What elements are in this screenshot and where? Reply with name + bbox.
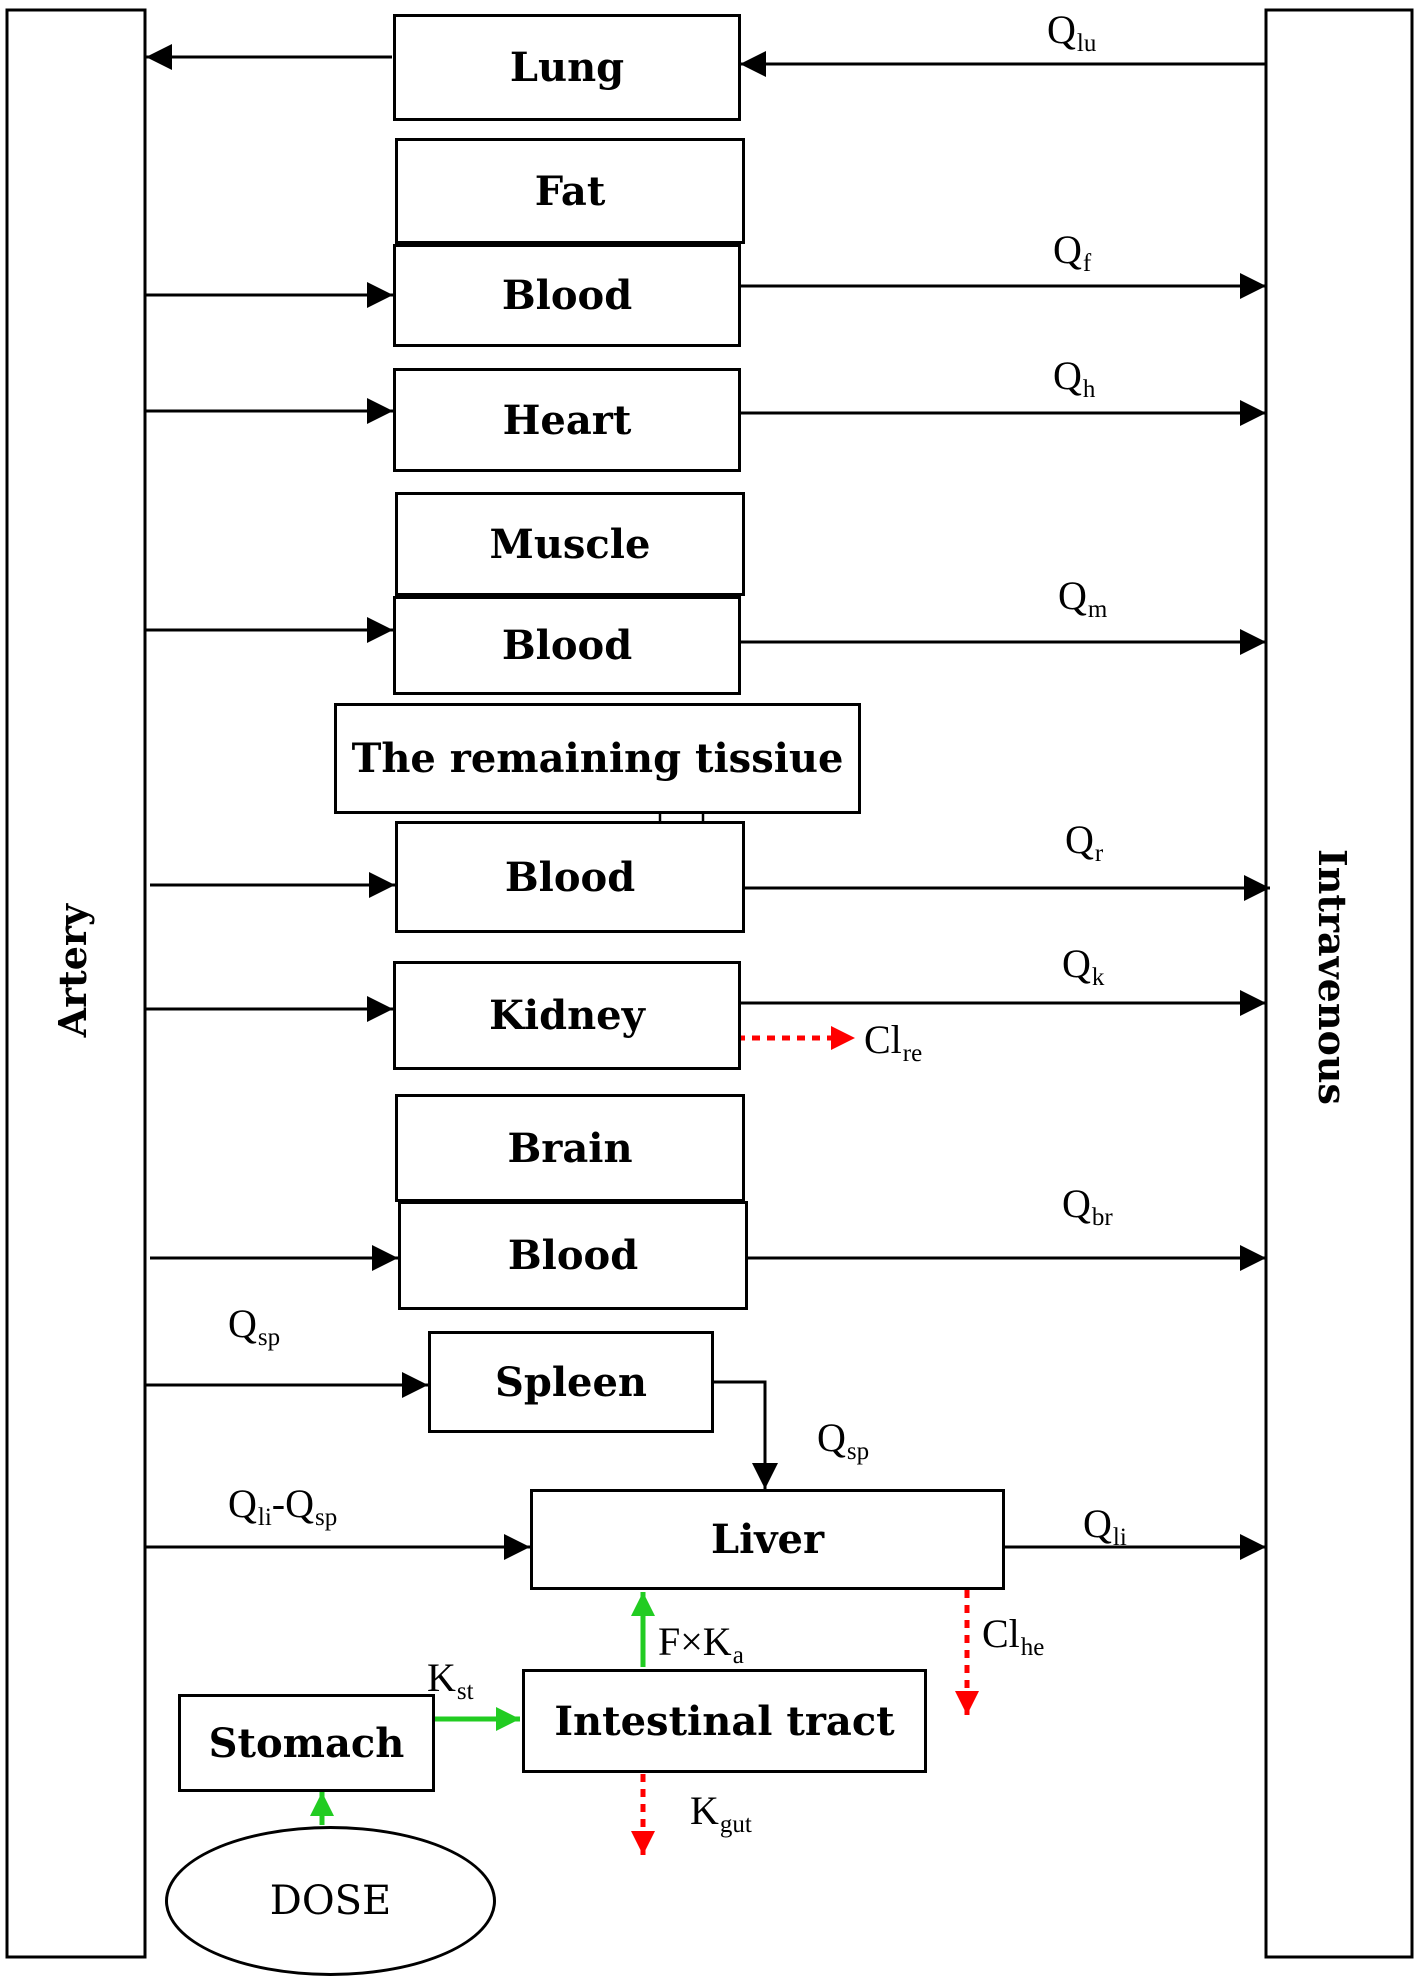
q-remaining-label: Qr — [1065, 817, 1104, 867]
intestinal-tract-label: Intestinal tract — [554, 1697, 895, 1745]
heart-label: Heart — [502, 396, 632, 444]
intestinal-tract-box: Intestinal tract — [522, 1669, 927, 1773]
brain-blood-label: Blood — [507, 1232, 639, 1279]
q-brain-label: Qbr — [1062, 1181, 1113, 1231]
spleen-label: Spleen — [494, 1358, 648, 1406]
absorption-arrows — [310, 1592, 655, 1825]
q-heart-label: Qh — [1053, 353, 1096, 403]
intravenous-column — [1264, 8, 1414, 1959]
q-muscle-label: Qm — [1058, 573, 1108, 623]
muscle-blood-box: Blood — [393, 596, 741, 695]
flow-arrows — [146, 44, 1270, 1560]
kidney-box: Kidney — [393, 961, 741, 1070]
k-gut-label: Kgut — [690, 1788, 752, 1838]
fat-box: Fat — [395, 138, 745, 244]
fat-label: Fat — [534, 167, 606, 215]
q-kidney-label: Qk — [1062, 941, 1105, 991]
cl-renal-label: Clre — [864, 1017, 923, 1067]
heart-box: Heart — [393, 368, 741, 472]
brain-label: Brain — [507, 1124, 633, 1172]
spleen-box: Spleen — [428, 1331, 714, 1433]
q-liver-in-label: Qli-Qsp — [228, 1481, 338, 1531]
dose-label: DOSE — [269, 1878, 392, 1924]
stomach-label: Stomach — [208, 1719, 405, 1767]
brain-box: Brain — [395, 1094, 745, 1202]
remaining-blood-label: Blood — [504, 853, 636, 901]
remaining-tissue-box: The remaining tissiue — [334, 703, 861, 814]
q-spleen-in-label: Qsp — [228, 1301, 281, 1351]
fat-blood-label: Blood — [501, 272, 633, 319]
lung-box: Lung — [393, 14, 741, 121]
q-liver-label: Qli — [1083, 1501, 1127, 1551]
muscle-box: Muscle — [395, 492, 745, 596]
artery-label: Artery — [50, 904, 95, 1038]
artery-column — [5, 8, 147, 1959]
f-ka-label: F×Ka — [658, 1619, 744, 1669]
cl-hepatic-label: Clhe — [982, 1611, 1045, 1661]
elimination-arrows — [631, 1026, 979, 1855]
intravenous-label: Intravenous — [1310, 849, 1355, 1105]
q-spleen-out-label: Qsp — [817, 1415, 870, 1465]
spleen-to-liver-arrow — [712, 1380, 778, 1489]
lung-label: Lung — [509, 44, 625, 91]
kidney-label: Kidney — [489, 992, 645, 1039]
fat-blood-box: Blood — [393, 244, 741, 347]
dose-ellipse: DOSE — [165, 1826, 496, 1976]
liver-box: Liver — [530, 1489, 1005, 1590]
muscle-label: Muscle — [489, 520, 651, 568]
muscle-blood-label: Blood — [501, 622, 633, 669]
q-fat-label: Qf — [1053, 227, 1092, 277]
remaining-tissue-label: The remaining tissiue — [351, 735, 844, 782]
liver-label: Liver — [710, 1516, 825, 1563]
stomach-box: Stomach — [178, 1694, 435, 1792]
remaining-blood-box: Blood — [395, 821, 745, 933]
k-stomach-label: Kst — [427, 1655, 474, 1705]
brain-blood-box: Blood — [398, 1201, 748, 1310]
q-lung-label: Qlu — [1047, 7, 1097, 57]
